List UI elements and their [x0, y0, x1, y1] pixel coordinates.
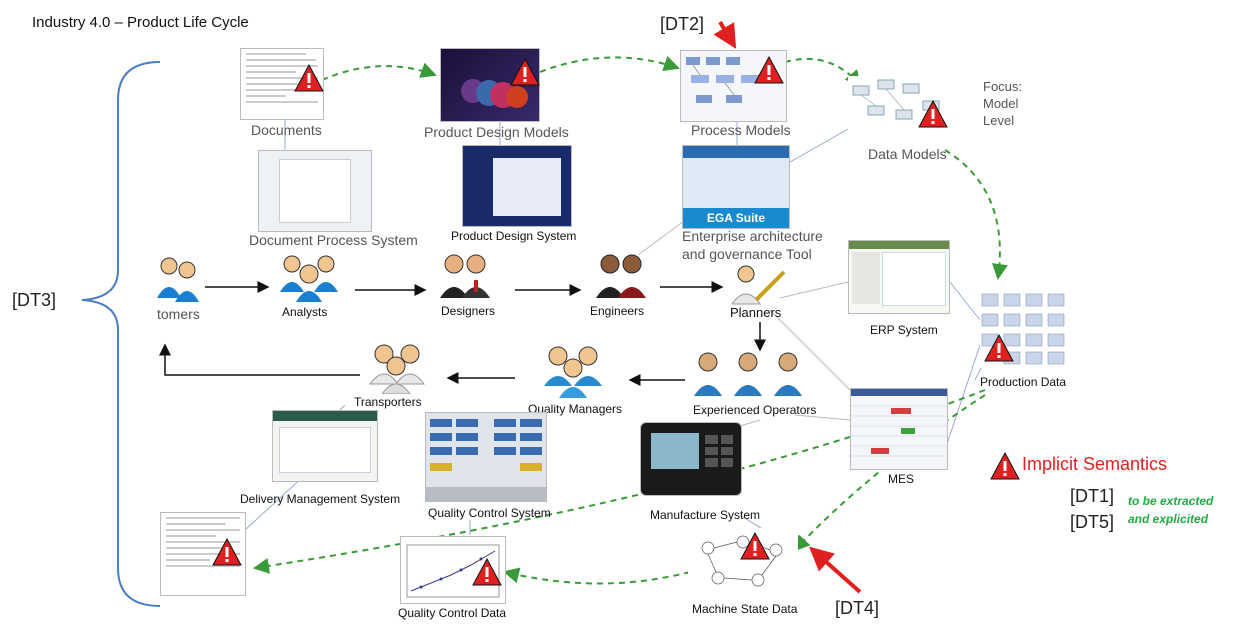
- focus-line-3: Level: [983, 113, 1015, 128]
- analysts-icon: [280, 255, 338, 302]
- warning-icon: [294, 64, 324, 92]
- focus-note: Focus: Model Level: [983, 78, 1022, 129]
- manufacture-system-label: Manufacture System: [650, 508, 761, 522]
- ega-suite-banner: EGA Suite: [683, 208, 789, 228]
- transporters-label: Transporters: [354, 395, 422, 409]
- enterprise-architecture-thumbnail: EGA Suite: [682, 145, 790, 229]
- delivery-management-label: Delivery Management System: [240, 492, 401, 506]
- mes-thumbnail: [850, 388, 948, 470]
- production-data-label: Production Data: [980, 375, 1067, 389]
- dt4-tag: [DT4]: [835, 598, 880, 618]
- dt2-tag: [DT2]: [660, 14, 705, 34]
- enterprise-architecture-label-1: Enterprise architecture: [682, 228, 823, 244]
- customers-label: tomers: [157, 306, 200, 322]
- mes-label: MES: [888, 472, 915, 486]
- quality-managers-label: Quality Managers: [528, 402, 623, 416]
- product-design-system-label: Product Design System: [451, 229, 577, 243]
- documents-label: Documents: [251, 122, 322, 138]
- engineers-icon: [596, 254, 646, 298]
- quality-control-data-thumbnail: [400, 536, 506, 604]
- warning-icon: [740, 532, 770, 560]
- warning-icon: [754, 56, 784, 84]
- analysts-label: Analysts: [282, 305, 328, 319]
- warning-icon: [472, 558, 502, 586]
- legend-extracted-line-2: and explicited: [1128, 512, 1209, 526]
- product-design-system-thumbnail: [462, 145, 572, 227]
- quality-control-system-label: Quality Control System: [428, 506, 551, 520]
- warning-icon: [990, 452, 1020, 480]
- designers-icon: [440, 254, 490, 298]
- designers-label: Designers: [441, 304, 496, 318]
- delivery-management-thumbnail: [272, 410, 378, 482]
- erp-system-label: ERP System: [870, 323, 938, 337]
- erp-system-thumbnail: [848, 240, 950, 314]
- enterprise-architecture-label-2: and governance Tool: [682, 246, 812, 262]
- planners-label: Planners: [730, 305, 782, 320]
- document-process-system-thumbnail: [258, 150, 372, 232]
- quality-managers-icon: [544, 346, 602, 398]
- diagram-title: Industry 4.0 – Product Life Cycle: [32, 14, 249, 31]
- process-models-label: Process Models: [691, 122, 791, 138]
- planners-icon: [731, 265, 786, 305]
- engineers-label: Engineers: [590, 304, 645, 318]
- legend-extracted-line-1: to be extracted: [1128, 494, 1214, 508]
- customers-icon: [157, 257, 199, 302]
- machine-state-data-thumbnail: [688, 528, 798, 598]
- dt1-tag: [DT1]: [1070, 486, 1115, 506]
- dt3-brace: [81, 61, 161, 607]
- manufacture-system-thumbnail: [640, 422, 742, 496]
- quality-control-system-thumbnail: [425, 412, 547, 502]
- document-process-system-label: Document Process System: [249, 232, 418, 248]
- data-models-label: Data Models: [868, 146, 947, 162]
- dt3-tag: [DT3]: [12, 290, 57, 310]
- warning-icon: [918, 100, 948, 128]
- legend-implicit-semantics: Implicit Semantics: [1022, 454, 1168, 474]
- focus-line-1: Focus:: [983, 79, 1023, 94]
- warning-icon: [510, 58, 540, 86]
- transporters-icon: [369, 344, 425, 394]
- experienced-operators-icon: [694, 352, 802, 396]
- focus-line-2: Model: [983, 96, 1019, 111]
- product-design-models-label: Product Design Models: [424, 124, 569, 140]
- warning-icon: [984, 334, 1014, 362]
- machine-state-data-label: Machine State Data: [692, 602, 798, 616]
- warning-icon: [212, 538, 242, 566]
- quality-control-data-label: Quality Control Data: [398, 606, 507, 620]
- production-data-thumbnail: [980, 290, 1074, 368]
- dt5-tag: [DT5]: [1070, 512, 1115, 532]
- product-design-models-thumbnail: [440, 48, 540, 122]
- experienced-operators-label: Experienced Operators: [693, 403, 817, 417]
